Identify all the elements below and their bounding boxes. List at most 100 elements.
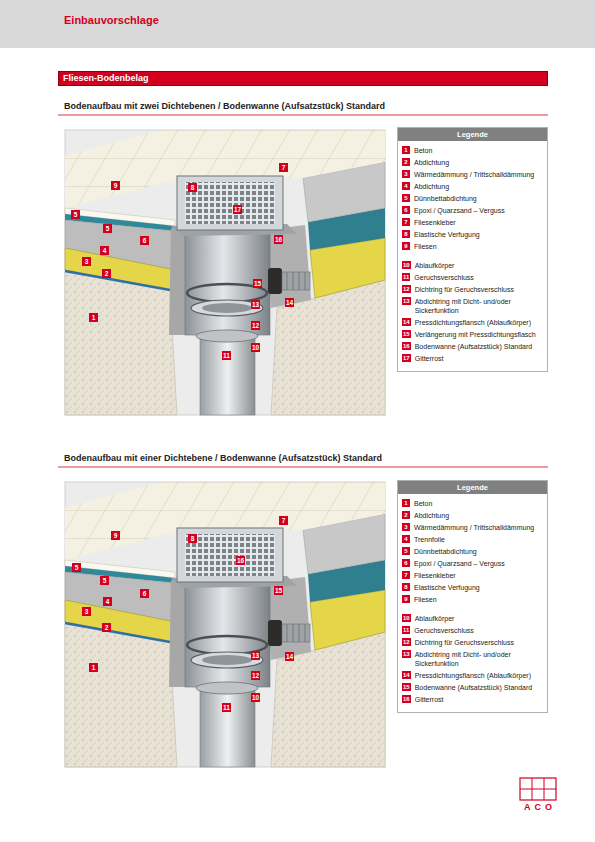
callout-number: 10 <box>251 343 260 352</box>
legend-item: 7Fliesenkleber <box>402 571 543 580</box>
legend-text: Wärmedämmung / Trittschalldämmung <box>414 170 542 179</box>
legend-item: 1 Beton <box>402 499 543 508</box>
callout-number: 2 <box>102 623 111 632</box>
legend-item: 2 Abdichtung <box>402 511 543 520</box>
legend-item: 16Bodenwanne (Aufsatzstück) Standard <box>402 342 543 351</box>
legend-item: 14 Pressdichtungsflansch (Ablaufkörper) <box>402 318 543 327</box>
legend-text: Dünnbettabdichtung <box>414 194 542 203</box>
legend-text: Gitterrost <box>415 695 543 704</box>
callout-number: 5 <box>72 563 81 572</box>
legend-number: 14 <box>402 318 411 326</box>
legend-number: 13 <box>402 297 411 305</box>
legend-item: 14Pressdichtungsflansch (Ablaufkörper) <box>402 671 543 680</box>
legend-text: Geruchsverschluss <box>414 626 542 635</box>
legend-item: 10Ablaufkörper <box>402 614 543 623</box>
legend-text: Pressdichtungsflansch (Ablaufkörper) <box>415 318 543 327</box>
legend-text: Geruchsverschluss <box>414 273 542 282</box>
callout-number: 4 <box>103 597 112 606</box>
callout-number: 14 <box>285 652 294 661</box>
legend-number: 3 <box>402 170 410 178</box>
legend-text: Abdichtung <box>414 158 542 167</box>
legend-text: Epoxi / Quarzsand – Verguss <box>414 206 542 215</box>
callout-number: 9 <box>111 181 120 190</box>
legend-item: 3Wärmedämmung / Trittschalldämmung <box>402 523 543 532</box>
legend-number: 9 <box>402 242 410 250</box>
legend-number: 5 <box>402 547 410 555</box>
legend-item: 11 Geruchsverschluss <box>402 626 543 635</box>
legend-text: Verlängerung mit Pressdichtungsflasch <box>415 330 543 339</box>
legend-number: 7 <box>402 571 410 579</box>
legend-item: 11Geruchsverschluss <box>402 273 543 282</box>
legend-list: 1Beton2Abdichtung3Wärmedämmung / Trittsc… <box>398 141 547 371</box>
legend-item: 9Fliesen <box>402 595 543 604</box>
legend-text: Beton <box>414 499 542 508</box>
callout-number: 6 <box>140 236 149 245</box>
callout-number: 9 <box>111 531 120 540</box>
callout-number: 15 <box>253 279 262 288</box>
legend-item: 12 Dichtring für Geruchsverschluss <box>402 285 543 294</box>
callout-number: 16 <box>236 556 245 565</box>
legend-text: Elastische Verfugung <box>414 230 542 239</box>
section-band: Fliesen-Bodenbelag <box>58 71 548 86</box>
callout-number: 14 <box>285 298 294 307</box>
callout-number: 11 <box>222 703 231 712</box>
legend-item: 1 Beton <box>402 146 543 155</box>
legend-item: 4 Trennfolie <box>402 535 543 544</box>
legend-number: 11 <box>402 626 410 634</box>
sub-heading: Bodenaufbau mit einer Dichtebene / Boden… <box>64 453 382 463</box>
legend-text: Abdichtung <box>414 511 542 520</box>
legend-panel: Legende1Beton2Abdichtung3Wärmedämmung / … <box>397 127 548 372</box>
legend-number: 6 <box>402 206 410 214</box>
callout-number: 12 <box>251 671 260 680</box>
legend-text: Wärmedämmung / Trittschalldämmung <box>414 523 542 532</box>
callout-number: 12 <box>251 321 260 330</box>
callout-number: 11 <box>222 351 231 360</box>
legend-number: 2 <box>402 158 410 166</box>
legend-item: 2 Abdichtung <box>402 158 543 167</box>
legend-number: 8 <box>402 583 410 591</box>
legend-item: 5Dünnbettabdichtung <box>402 194 543 203</box>
callout-number: 7 <box>279 163 288 172</box>
callout-number: 6 <box>140 589 149 598</box>
legend-number: 9 <box>402 595 410 603</box>
legend-text: Beton <box>414 146 542 155</box>
callout-number: 10 <box>251 693 260 702</box>
legend-item: 8Elastische Verfugung <box>402 583 543 592</box>
legend-number: 15 <box>402 683 411 691</box>
legend-text: Fliesenkleber <box>414 218 542 227</box>
legend-item: 12Dichtring für Geruchsverschluss <box>402 638 543 647</box>
legend-number: 1 <box>402 499 410 507</box>
legend-item: 8 Elastische Verfugung <box>402 230 543 239</box>
legend-number: 17 <box>402 354 411 362</box>
legend-item: 6Epoxi / Quarzsand – Verguss <box>402 559 543 568</box>
legend-number: 4 <box>402 535 410 543</box>
callout-number: 2 <box>102 269 111 278</box>
legend-number: 16 <box>402 342 411 350</box>
legend-number: 12 <box>402 285 411 293</box>
legend-number: 2 <box>402 511 410 519</box>
legend-item: 13Abdichtring mit Dicht- und/oder Sicker… <box>402 650 543 668</box>
callout-number: 7 <box>279 516 288 525</box>
legend-number: 12 <box>402 638 411 646</box>
callout-number: 5 <box>100 576 109 585</box>
legend-number: 1 <box>402 146 410 154</box>
legend-text: Dichtring für Geruchsverschluss <box>415 285 543 294</box>
legend-text: Fliesen <box>414 242 542 251</box>
legend-number: 4 <box>402 182 410 190</box>
band-title: Fliesen-Bodenbelag <box>59 72 547 85</box>
legend-list: 1 Beton 2 Abdichtung 3Wärmedämmung / Trittsc… <box>398 494 547 712</box>
legend-item: 10Ablaufkörper <box>402 261 543 270</box>
legend-item: 7Fliesenkleber <box>402 218 543 227</box>
callout-number: 8 <box>188 534 197 543</box>
callout-number: 13 <box>251 651 260 660</box>
callout-number: 15 <box>274 586 283 595</box>
legend-item: 15Verlängerung mit Pressdichtungsflasch <box>402 330 543 339</box>
legend-number: 8 <box>402 230 410 238</box>
legend-number: 10 <box>402 261 411 269</box>
legend-text: Abdichtring mit Dicht- und/oder Sickerfu… <box>415 650 543 668</box>
legend-text: Abdichtung <box>414 182 542 191</box>
callout-number: 5 <box>103 224 112 233</box>
legend-text: Trennfolie <box>414 535 542 544</box>
page-title: Einbauvorschlage <box>64 14 159 26</box>
legend-item: 16Gitterrost <box>402 695 543 704</box>
